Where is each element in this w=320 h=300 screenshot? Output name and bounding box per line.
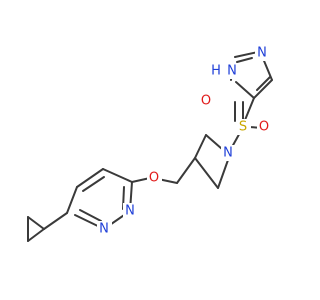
atom-s-sulfonyl: S [239,120,247,135]
molecule-structure: O N S O O H N N N N [27,45,273,242]
atom-h-imidazole: H [211,64,221,79]
atom-n-imidazole-nh: N [227,64,237,79]
atom-labels: O N S O O H N N N N [97,45,272,237]
atom-n-pyrrolidine: N [223,146,233,161]
atom-o-ether: O [149,171,159,186]
atom-n-pyridazine-1: N [125,204,135,219]
atom-o-sulfonyl-left: O [201,94,211,109]
atom-o-sulfonyl-right: O [259,120,269,135]
atom-n-pyridazine-2: N [99,222,109,237]
atom-n-imidazole: N [257,46,267,61]
